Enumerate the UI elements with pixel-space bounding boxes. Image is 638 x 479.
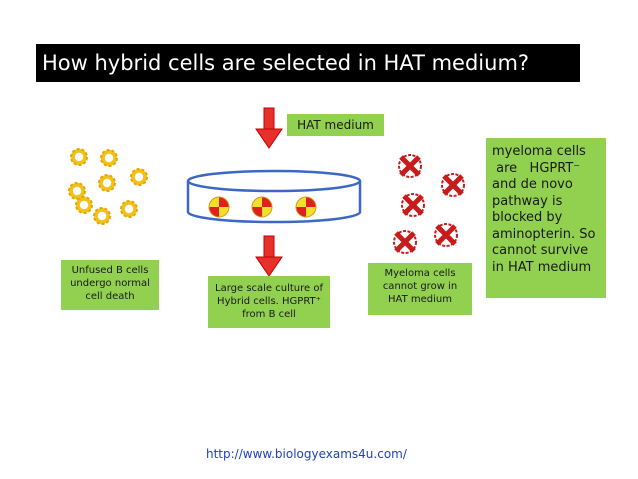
hat-medium-label: HAT medium (287, 114, 384, 136)
b-cell-icon (93, 207, 111, 225)
myeloma-cell-icon (435, 224, 457, 246)
label-line: undergo normal (70, 278, 150, 289)
myeloma-cell-icon (402, 194, 424, 216)
hybrid-cell-icon (251, 196, 273, 218)
explanation-line: myeloma cells (492, 144, 586, 159)
explanation-line: pathway is (492, 193, 563, 209)
explanation-line: aminopterin. So (492, 226, 596, 242)
b-cell-icon (98, 174, 116, 192)
myeloma-cell-icon (394, 231, 416, 253)
b-cell-icon (120, 200, 138, 218)
b-cell-icon (100, 149, 118, 167)
explanation-line: blocked by (492, 210, 563, 225)
hybrid-cell-icon (295, 196, 317, 218)
label-line: cell death (85, 291, 135, 302)
myeloma-cells-label: Myeloma cells cannot grow in HAT medium (368, 263, 472, 315)
label-line: from B cell (242, 309, 296, 320)
hybrid-cell-icon (208, 196, 230, 218)
label-line: Unfused B cells (71, 265, 149, 276)
down-arrow-icon (255, 107, 283, 149)
label-line: Hybrid cells. HGPRT⁺ (217, 296, 321, 307)
explanation-line: in HAT medium (492, 259, 592, 275)
myeloma-cell-icon (399, 155, 421, 177)
explanation-line: cannot survive (492, 243, 589, 258)
b-cell-icon (75, 196, 93, 214)
label-line: HAT medium (388, 294, 452, 305)
source-url-link[interactable]: http://www.biologyexams4u.com/ (206, 447, 407, 461)
down-arrow-icon (255, 235, 283, 277)
myeloma-explanation-box: myeloma cells are HGPRT⁻ and de novo pat… (486, 138, 606, 298)
label-line: cannot grow in (382, 281, 458, 292)
slide-title: How hybrid cells are selected in HAT med… (36, 44, 580, 82)
myeloma-cell-icon (442, 174, 464, 196)
explanation-line: are HGPRT⁻ (492, 160, 581, 176)
b-cell-icon (130, 168, 148, 186)
petri-dish-icon (186, 169, 362, 224)
hybrid-culture-label: Large scale culture of Hybrid cells. HGP… (208, 276, 330, 328)
label-line: Large scale culture of (215, 283, 323, 294)
unfused-b-cells-label: Unfused B cells undergo normal cell deat… (61, 260, 159, 310)
explanation-line: and de novo (492, 177, 573, 192)
label-line: Myeloma cells (384, 268, 456, 279)
b-cell-icon (70, 148, 88, 166)
